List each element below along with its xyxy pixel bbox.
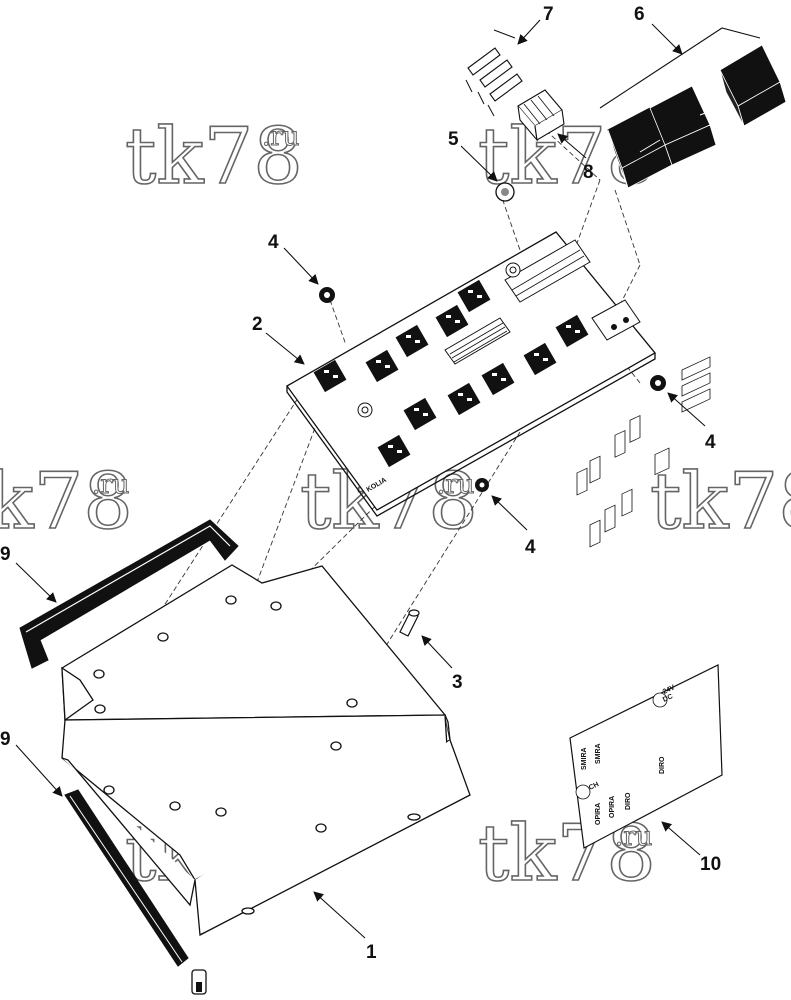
label-plate: 24V DC CH SMIRA SMRA OPIRA OPIRA DIRO DI… xyxy=(569,356,723,849)
plate-label: DC xyxy=(662,693,674,704)
svg-text:.ru: .ru xyxy=(437,470,474,500)
plate-label: OPIRA xyxy=(609,796,616,818)
plate-label: CH xyxy=(588,781,600,792)
plate-label: DIRO xyxy=(625,792,632,810)
callout-2: 2 xyxy=(252,314,263,335)
nut-4c xyxy=(475,478,489,492)
watermark: tk78 xyxy=(649,456,791,548)
svg-text:.ru: .ru xyxy=(92,470,129,500)
callout-8: 8 xyxy=(583,162,594,183)
plate-label: 24V xyxy=(662,684,677,696)
fuses xyxy=(465,47,523,117)
callout-4b: 4 xyxy=(705,432,716,453)
callout-4c: 4 xyxy=(525,537,536,558)
callout-7: 7 xyxy=(543,4,554,25)
callout-10: 10 xyxy=(700,854,721,875)
watermark: tk78 .ru xyxy=(0,456,134,548)
callout-1: 1 xyxy=(366,942,377,963)
board-studs xyxy=(357,262,521,418)
callout-5: 5 xyxy=(448,129,459,150)
relays xyxy=(607,44,787,189)
callout-6: 6 xyxy=(634,4,645,25)
callout-labels: 1 2 3 4 4 4 5 6 7 8 9 9 10 xyxy=(0,4,721,963)
svg-text:tk78: tk78 xyxy=(125,112,303,202)
seal-strip-bottom xyxy=(64,789,207,995)
plate-label: SMIRA xyxy=(581,747,588,770)
svg-text:.ru: .ru xyxy=(262,122,299,152)
board-connector xyxy=(591,299,641,341)
relay-sockets xyxy=(313,279,589,468)
svg-text:tk78: tk78 xyxy=(0,457,133,547)
circuit-board: KOLIA xyxy=(286,231,656,517)
seal-strip-top xyxy=(19,519,239,669)
plate-label: DIRO xyxy=(659,756,666,774)
mounting-tray xyxy=(61,564,471,937)
connector-block xyxy=(517,89,565,142)
svg-text:tk78: tk78 xyxy=(650,457,791,547)
callout-4a: 4 xyxy=(268,232,279,253)
callout-9a: 9 xyxy=(0,544,11,565)
fuse-block xyxy=(444,239,591,365)
relay-socket-pins xyxy=(324,290,580,453)
locating-pin xyxy=(399,609,420,637)
nut-4b xyxy=(650,375,666,391)
watermark: tk78 .ru xyxy=(124,111,303,203)
nut-4a xyxy=(319,287,335,303)
callout-leaders xyxy=(15,19,761,939)
plate-label: OPIRA xyxy=(595,803,602,825)
plate-label: SMRA xyxy=(595,743,602,764)
flasher-relay xyxy=(495,182,515,202)
tray-holes xyxy=(93,595,421,915)
callout-9b: 9 xyxy=(0,729,11,750)
callout-3: 3 xyxy=(452,672,463,693)
